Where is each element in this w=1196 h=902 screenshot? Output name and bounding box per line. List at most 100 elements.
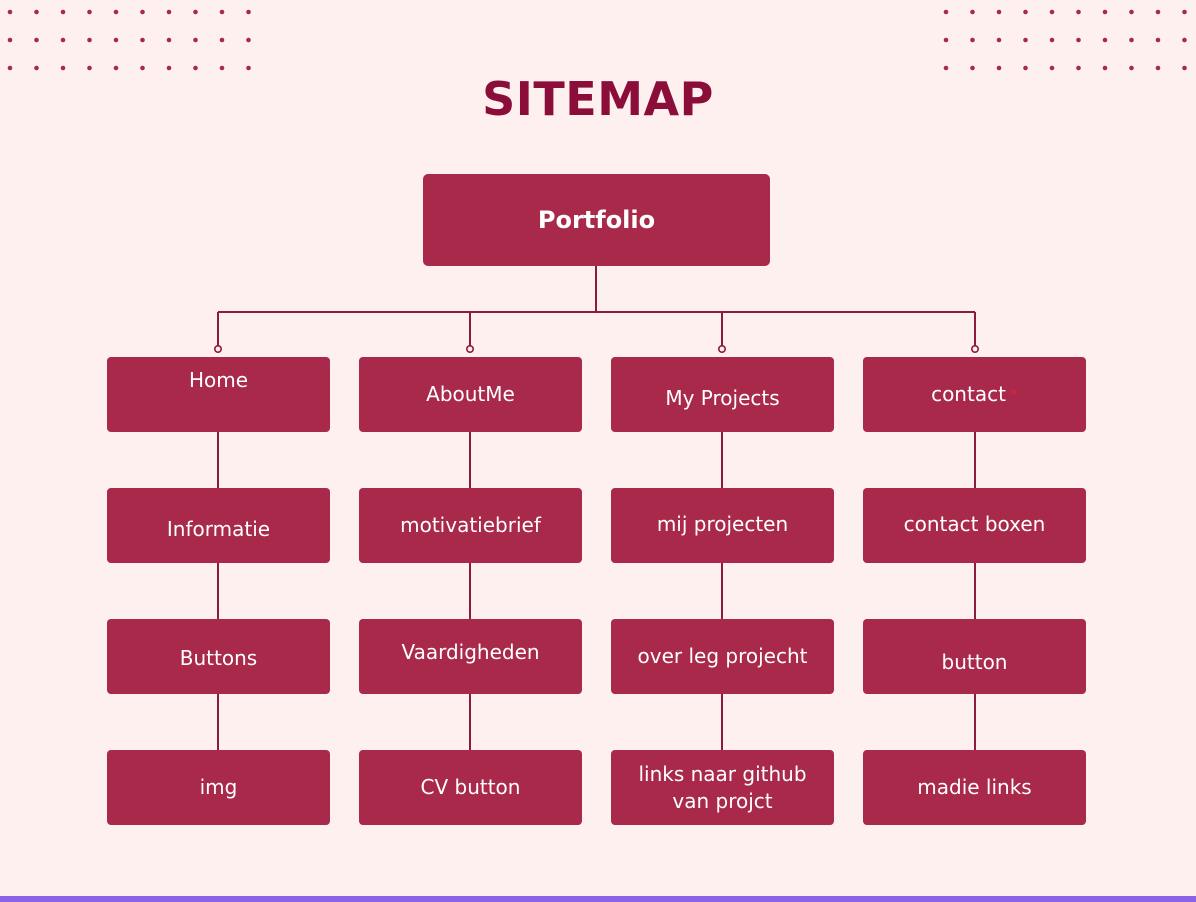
decor-dot (166, 37, 172, 43)
decor-dot (34, 37, 39, 43)
bottom-accent-bar (0, 896, 1196, 902)
node-over-leg-projecht: over leg projecht (611, 619, 834, 694)
decor-dot (113, 65, 119, 71)
node-buttons: Buttons (107, 619, 330, 694)
node-home-label: Home (188, 368, 249, 392)
node-home: Home (107, 357, 330, 432)
page-title: SITEMAP (482, 72, 714, 126)
decor-dot (1049, 37, 1055, 43)
node-informatie: Informatie (107, 488, 330, 563)
node-cv-button-label: CV button (420, 775, 521, 799)
decor-dot (970, 65, 975, 71)
node-aboutme-label: AboutMe (426, 382, 515, 406)
connector-endpoint (717, 344, 726, 353)
decor-dot (1155, 37, 1161, 43)
decor-dot (1023, 65, 1028, 71)
decor-dot (7, 37, 13, 43)
decor-dot (140, 9, 145, 15)
decor-dot (246, 37, 251, 43)
decor-dot (166, 65, 172, 71)
decor-dot (60, 65, 66, 71)
root-node-portfolio: Portfolio (423, 174, 770, 266)
decor-dot (1182, 9, 1187, 15)
decor-dot (113, 37, 119, 43)
node-mij-projecten: mij projecten (611, 488, 834, 563)
decor-dot (7, 65, 13, 71)
decor-dot (87, 9, 92, 15)
decor-dot (1129, 65, 1134, 71)
decor-dot (1129, 9, 1134, 15)
decor-dot (34, 65, 39, 71)
node-buttons-label: Buttons (179, 646, 258, 670)
node-vaardigheden: Vaardigheden (359, 619, 582, 694)
node-links-naar-github: links naar github van projct (611, 750, 834, 825)
decor-dot (87, 65, 92, 71)
node-cv-button: CV button (359, 750, 582, 825)
connector-endpoint (970, 344, 979, 353)
decor-dot (140, 65, 145, 71)
node-my-projects: My Projects (611, 357, 834, 432)
node-img: img (107, 750, 330, 825)
node-contact-boxen-label: contact boxen (903, 512, 1046, 536)
decor-dot (113, 9, 119, 15)
decor-dot (1049, 65, 1055, 71)
decor-dot (193, 9, 198, 15)
decor-dot (1102, 37, 1108, 43)
decor-dot (1129, 37, 1134, 43)
decor-dot (1155, 9, 1161, 15)
decor-dot (246, 65, 251, 71)
node-contact-label: contact (931, 382, 1006, 406)
decor-dot (246, 9, 251, 15)
decor-dot (140, 37, 145, 43)
decor-dot (219, 9, 225, 15)
decor-dot (7, 9, 13, 15)
decor-dot (1076, 65, 1081, 71)
node-links-naar-github-label: links naar github van projct (638, 761, 807, 813)
decor-dot (219, 65, 225, 71)
node-aboutme: AboutMe (359, 357, 582, 432)
node-contact-boxen: contact boxen (863, 488, 1086, 563)
node-motivatiebrief: motivatiebrief (359, 488, 582, 563)
decor-dot (943, 37, 949, 43)
node-contact: contact* (863, 357, 1086, 432)
decor-dot (943, 9, 949, 15)
node-madie-links: madie links (863, 750, 1086, 825)
decor-dot (1049, 9, 1055, 15)
decor-dot (1023, 9, 1028, 15)
decor-dot (87, 37, 92, 43)
decor-dot (193, 65, 198, 71)
decor-dot (34, 9, 39, 15)
decor-dot (166, 9, 172, 15)
decor-dot (970, 37, 975, 43)
decor-dot (60, 9, 66, 15)
decor-dot (1102, 9, 1108, 15)
node-button: button (863, 619, 1086, 694)
required-asterisk: * (1009, 385, 1018, 404)
connector-endpoint (465, 344, 474, 353)
decor-dot (1182, 37, 1187, 43)
decor-dot (219, 37, 225, 43)
decor-dot (1155, 65, 1161, 71)
dot-pattern-right (943, 9, 1187, 71)
node-img-label: img (199, 775, 238, 799)
decor-dot (1076, 37, 1081, 43)
node-motivatiebrief-label: motivatiebrief (400, 513, 541, 537)
decor-dot (1182, 65, 1187, 71)
decor-dot (996, 37, 1002, 43)
root-node-label: Portfolio (537, 205, 656, 234)
node-madie-links-label: madie links (917, 775, 1032, 799)
connector-endpoint (214, 344, 223, 353)
decor-dot (996, 65, 1002, 71)
decor-dot (943, 65, 949, 71)
decor-dot (193, 37, 198, 43)
node-mij-projecten-label: mij projecten (656, 512, 789, 536)
node-my-projects-label: My Projects (665, 386, 780, 410)
node-vaardigheden-label: Vaardigheden (401, 640, 540, 664)
node-informatie-label: Informatie (166, 517, 271, 541)
decor-dot (1023, 37, 1028, 43)
node-over-leg-projecht-label: over leg projecht (637, 644, 808, 668)
decor-dot (1102, 65, 1108, 71)
decor-dot (1076, 9, 1081, 15)
